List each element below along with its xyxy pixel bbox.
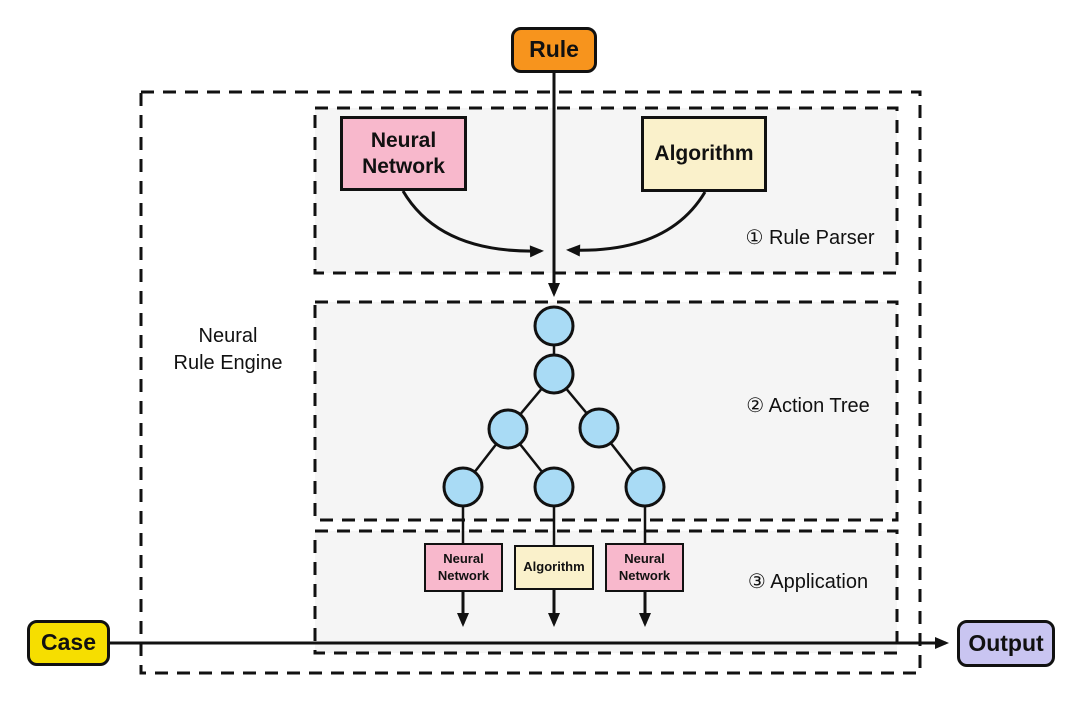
rule-parser-section-label: ① Rule Parser (745, 226, 875, 249)
rule-node: Rule (511, 27, 597, 73)
tree-node-leaf (624, 466, 666, 508)
engine-title: Neural Rule Engine (173, 325, 283, 374)
tree-node-leaf (533, 466, 575, 508)
tree-node (487, 408, 529, 450)
algorithm-to-parser-arrow (566, 191, 707, 257)
application-section-label: ③ Application (747, 570, 869, 593)
neural-network-to-parser-arrow (401, 190, 544, 258)
parser-neural-network-box: Neural Network (340, 116, 467, 191)
tree-node-leaf (442, 466, 484, 508)
tree-node (533, 353, 575, 395)
application-module-algorithm: Algorithm (514, 545, 594, 590)
application-module-neural-network-1: Neural Network (424, 543, 503, 592)
action-tree-nodes (442, 305, 666, 508)
application-module-neural-network-2: Neural Network (605, 543, 684, 592)
parser-algorithm-box: Algorithm (641, 116, 767, 192)
action-tree-section-label: ② Action Tree (746, 394, 870, 417)
output-node: Output (957, 620, 1055, 667)
tree-node-root (533, 305, 575, 347)
case-node: Case (27, 620, 110, 666)
tree-node (578, 407, 620, 449)
neural-rule-engine-frame (139, 90, 922, 675)
